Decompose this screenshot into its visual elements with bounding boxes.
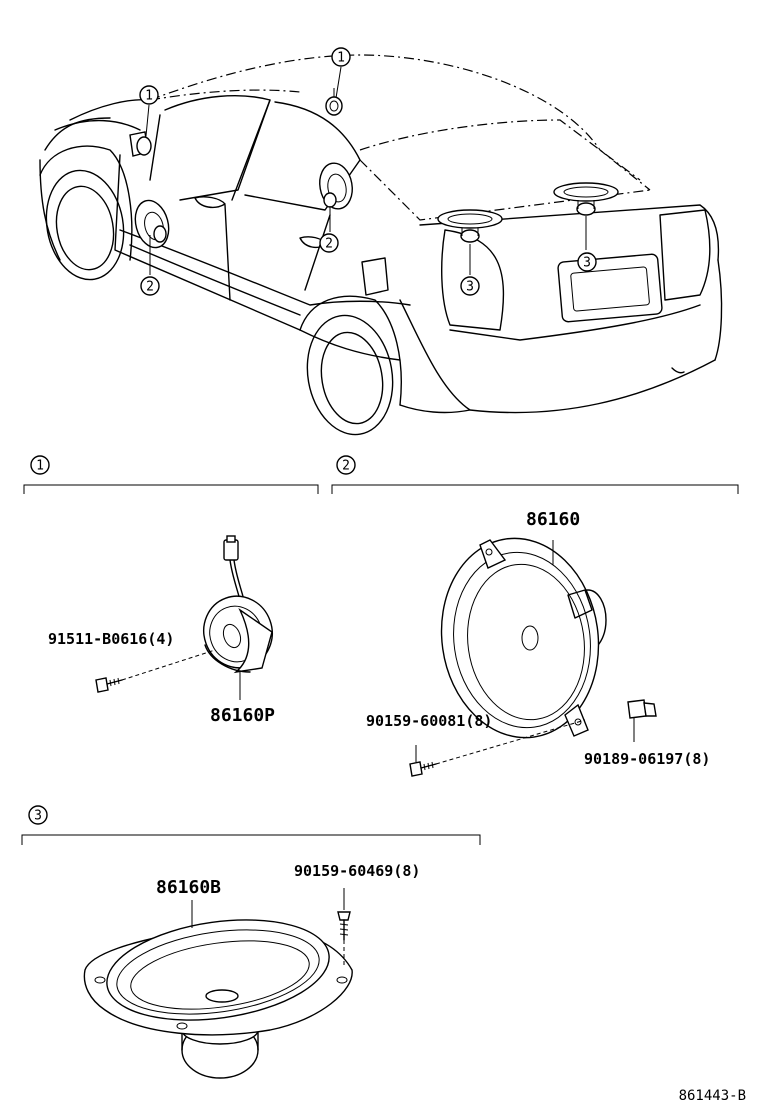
callout-rear-tweeter: 1 (337, 51, 345, 66)
screw-90159-60469 (337, 888, 351, 968)
callout-rear-door-speaker: 2 (325, 237, 333, 252)
shelf-speaker-86160B (83, 900, 353, 1079)
car-illustration: 1 1 2 2 3 3 (39, 47, 723, 436)
part-90159-60081: 90159-60081(8) (366, 712, 492, 730)
part-90159-60469: 90159-60469(8) (294, 862, 420, 880)
car-rear-tweeter (325, 88, 343, 116)
callout-front-tweeter: 1 (145, 89, 153, 104)
car-rear-shelf-speaker-right (553, 182, 619, 216)
part-90189-06197: 90189-06197(8) (584, 750, 710, 768)
callout-front-door-speaker: 2 (146, 280, 154, 295)
callout-rear-shelf-right: 3 (583, 256, 591, 271)
screw-90159-60081 (409, 719, 586, 777)
part-86160B: 86160B (156, 877, 221, 898)
section-1-number: 1 (36, 459, 44, 474)
tweeter-86160P (203, 535, 273, 700)
screw-91511-B0616 (95, 649, 216, 693)
car-front-door-speaker (134, 199, 170, 249)
diagram-code: 861443-B (679, 1088, 746, 1104)
door-speaker-86160 (440, 537, 607, 739)
callout-rear-shelf-left: 3 (466, 280, 474, 295)
part-86160: 86160 (526, 509, 580, 530)
section-2-number: 2 (342, 459, 350, 474)
car-rear-shelf-speaker-left (437, 209, 503, 243)
car-rear-door-speaker (319, 162, 353, 210)
section-1: 1 91511-B0616(4) 86160P (23, 455, 319, 726)
part-86160P: 86160P (210, 705, 275, 726)
section-3-number: 3 (34, 809, 42, 824)
section-3: 3 86160B 90159-6046 (21, 805, 481, 1079)
section-2: 2 (331, 455, 739, 777)
nut-90189-06197 (627, 699, 657, 742)
car-front-tweeter (129, 131, 152, 157)
part-91511-B0616: 91511-B0616(4) (48, 630, 174, 648)
